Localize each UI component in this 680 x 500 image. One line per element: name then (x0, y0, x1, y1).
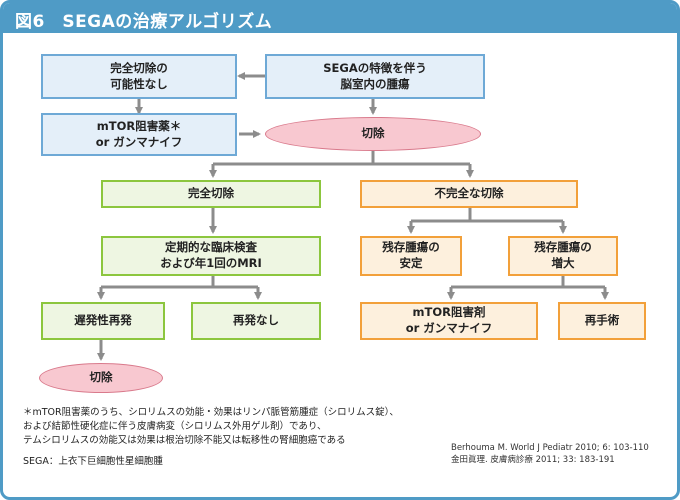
footnote-line-3: テムシロリムスの効能又は効果は根治切除不能又は転移性の腎細胞癌である (23, 435, 346, 446)
node-no-relapse: 再発なし (191, 302, 321, 340)
node-resection-bottom: 切除 (39, 363, 163, 393)
figure-title: 図6 SEGAの治療アルゴリズム (15, 12, 273, 32)
node-resection-top: 切除 (265, 117, 481, 151)
connector-lines (97, 72, 609, 361)
node-sega-features: SEGAの特徴を伴う 脳室内の腫瘍 (265, 54, 485, 99)
node-late-relapse: 遅発性再発 (41, 302, 165, 340)
node-mtor-bottom: mTOR阻害剤 or ガンマナイフ (360, 302, 538, 340)
reference-2: 金田眞理. 皮膚病診療 2011; 33: 183-191 (451, 455, 615, 465)
reference-1: Berhouma M. World J Pediatr 2010; 6: 103… (451, 443, 649, 453)
node-followup: 定期的な臨床検査 および年1回のMRI (101, 236, 321, 276)
footnote-line-1: ＊mTOR阻害薬のうち、シロリムスの効能・効果はリンパ脈管筋腫症（シロリムス錠）… (23, 407, 399, 418)
node-reoperation: 再手術 (558, 302, 646, 340)
abbreviation-note: SEGA：上衣下巨細胞性星細胞腫 (23, 456, 163, 467)
node-complete-resection: 完全切除 (101, 180, 321, 208)
node-residual-grow: 残存腫瘍の 増大 (508, 236, 618, 276)
footnote-line-2: および結節性硬化症に伴う皮膚病変（シロリムス外用ゲル剤）であり、 (23, 421, 327, 432)
node-incomplete-resection: 不完全な切除 (360, 180, 578, 208)
node-mtor-top: mTOR阻害薬＊ or ガンマナイフ (41, 113, 237, 156)
node-residual-stable: 残存腫瘍の 安定 (360, 236, 462, 276)
figure-header: 図6 SEGAの治療アルゴリズム (3, 3, 677, 33)
node-removal-not-possible: 完全切除の 可能性なし (41, 54, 237, 99)
